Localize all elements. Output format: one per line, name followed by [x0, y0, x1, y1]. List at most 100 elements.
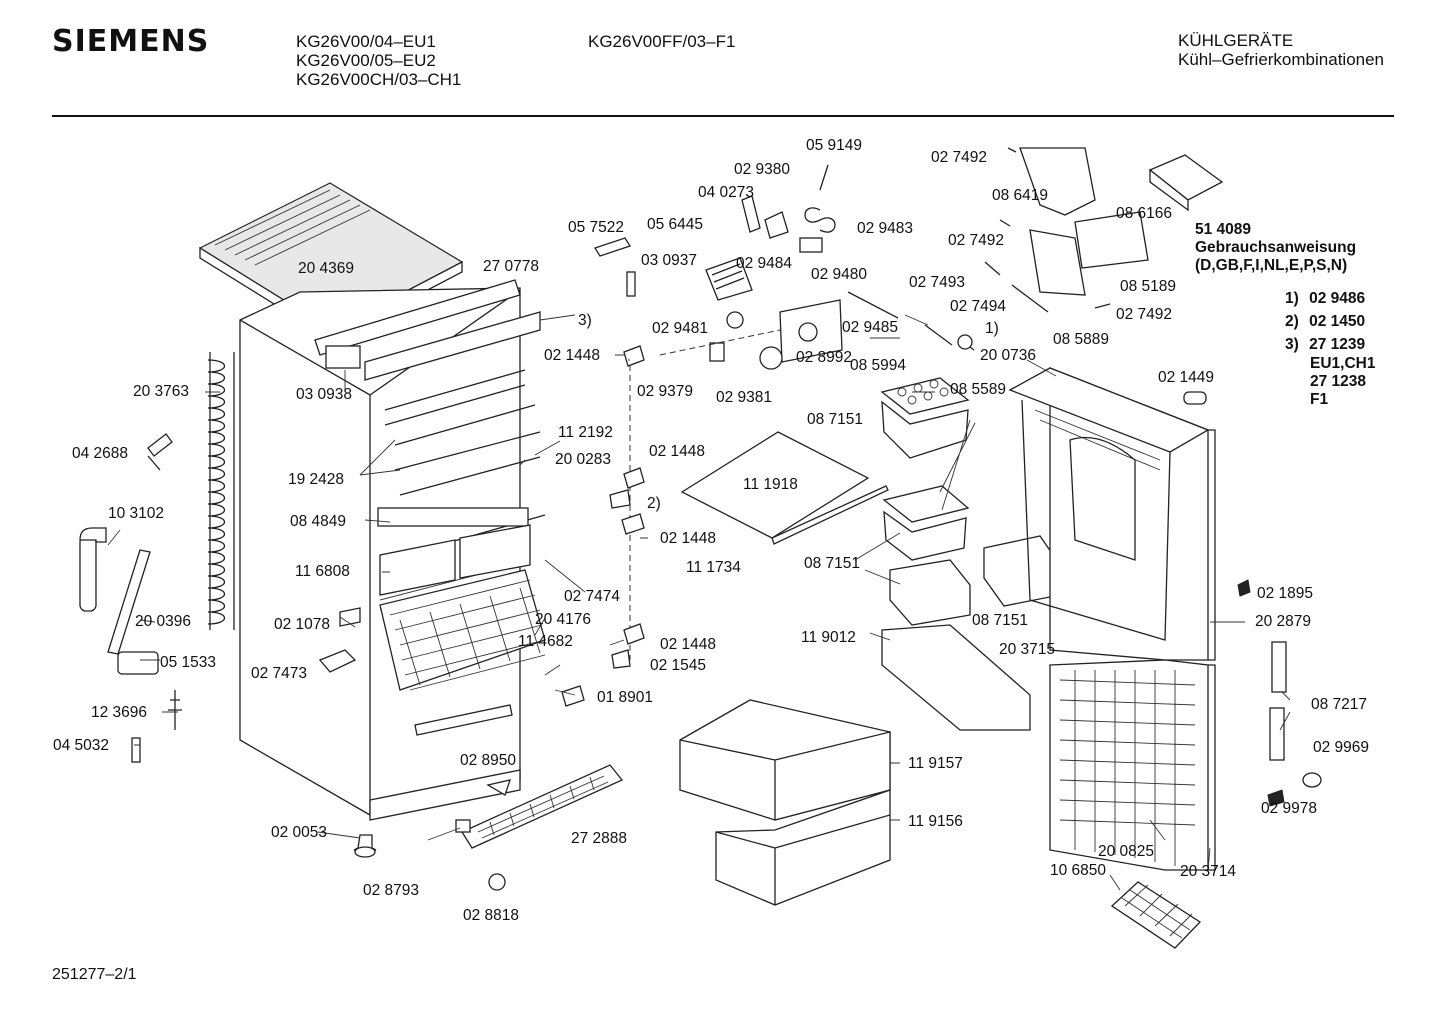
manual-number: 51 4089: [1195, 221, 1252, 238]
condenser-drawing: [207, 352, 235, 630]
callout-label: 10 6850: [1050, 862, 1107, 879]
category-block: KÜHLGERÄTE Kühl–Gefrierkombinationen: [1178, 31, 1384, 69]
callout-label: 20 3715: [999, 641, 1056, 658]
category-title: KÜHLGERÄTE: [1178, 31, 1294, 50]
callout-label: 02 7494: [950, 298, 1007, 315]
manual-title: Gebrauchsanweisung: [1195, 239, 1357, 256]
callout-label: 03 0938: [296, 386, 353, 403]
model-number: KG26V00/04–EU1: [296, 32, 436, 51]
callout-label: 02 7473: [251, 665, 308, 682]
callout-label: 02 1078: [274, 616, 331, 633]
callout-label: 02 1545: [650, 657, 707, 674]
callout-label: 11 1918: [743, 476, 798, 493]
callout-label: 04 5032: [53, 737, 110, 754]
footnote-key: 3): [1285, 336, 1299, 353]
callout-label: 08 5189: [1120, 278, 1177, 295]
footnote-row: 3) 27 1239: [1285, 336, 1365, 354]
callout-label: 08 4849: [290, 513, 347, 530]
callout-label: 20 4176: [535, 611, 592, 628]
callout-label: 12 3696: [91, 704, 148, 721]
callout-label: 27 0778: [483, 258, 540, 275]
callout-label: 08 7151: [804, 555, 861, 572]
variant-line: F1: [1310, 391, 1329, 408]
callout-label: 2): [647, 495, 661, 512]
fridge-door-drawing: [1008, 367, 1216, 661]
callout-label: 20 0396: [135, 613, 192, 630]
callout-label: 11 9012: [801, 629, 856, 646]
callout-label: 05 7522: [568, 219, 625, 236]
footnote-value: 02 9486: [1309, 290, 1366, 307]
footnote-row: 2) 02 1450: [1285, 313, 1365, 331]
callout-label: 02 1449: [1158, 369, 1215, 386]
callout-label: 02 1448: [660, 636, 717, 653]
callout-label: 02 1448: [660, 530, 717, 547]
cabinet-body-drawing: [239, 287, 521, 821]
ice-tray-drawing: [1110, 881, 1202, 949]
callout-label: 02 8818: [463, 907, 520, 924]
callout-label: 20 0736: [980, 347, 1037, 364]
footnote-key: 1): [1285, 290, 1299, 307]
hinges-drawing: [561, 345, 645, 707]
glass-shelf-drawing: [680, 431, 889, 545]
callout-label: 02 0053: [271, 824, 328, 841]
front-strip-drawing: [314, 279, 541, 381]
callout-label: 08 5889: [1053, 331, 1110, 348]
callout-label: 08 7151: [972, 612, 1029, 629]
callout-label: 08 5589: [950, 381, 1007, 398]
document-number: 251277–2/1: [52, 966, 137, 983]
callout-label: 11 9157: [908, 755, 963, 772]
callout-label: 02 9484: [736, 255, 793, 272]
callout-label: 04 0273: [698, 184, 755, 201]
callout-label: 02 8992: [796, 349, 853, 366]
model-list-left: KG26V00/04–EU1 KG26V00/05–EU2 KG26V00CH/…: [296, 32, 461, 89]
callout-label: 05 6445: [647, 216, 704, 233]
callout-label: 02 9381: [716, 389, 773, 406]
callout-label: 02 7493: [909, 274, 966, 291]
grille-drawing: [353, 764, 624, 891]
brand-logo: SIEMENS: [52, 24, 210, 59]
callout-label: 03 0937: [641, 252, 698, 269]
callout-label: 05 9149: [806, 137, 863, 154]
callout-label: 02 1895: [1257, 585, 1314, 602]
callout-label: 08 6419: [992, 187, 1049, 204]
callout-label: 20 4369: [298, 260, 355, 277]
callout-label: 08 7151: [807, 411, 864, 428]
left-hardware-drawing: [79, 433, 361, 763]
model-number: KG26V00CH/03–CH1: [296, 70, 462, 89]
callout-label: 02 7492: [1116, 306, 1173, 323]
manual-languages: (D,GB,F,I,NL,E,P,S,N): [1195, 257, 1348, 274]
callout-label: 27 2888: [571, 830, 628, 847]
footnote-value: 02 1450: [1309, 313, 1366, 330]
callout-label: 02 1448: [649, 443, 706, 460]
callout-label: 04 2688: [72, 445, 129, 462]
callout-label: 02 9485: [842, 319, 899, 336]
callout-label: 10 3102: [108, 505, 165, 522]
callout-label: 11 4682: [518, 633, 573, 650]
callout-label: 3): [578, 312, 592, 329]
callout-label: 02 7474: [564, 588, 621, 605]
top-boxes-drawing: [984, 147, 1224, 405]
footnote-key: 2): [1285, 313, 1299, 330]
callout-label: 08 7217: [1311, 696, 1368, 713]
callout-label: 11 1734: [686, 559, 741, 576]
callout-label: 02 9379: [637, 383, 694, 400]
footnote-3-variants: EU1,CH1 27 1238 F1: [1310, 355, 1375, 409]
callout-label: 02 9481: [652, 320, 709, 337]
model-number: KG26V00/05–EU2: [296, 51, 436, 70]
shelves-drawing: [377, 369, 546, 736]
drawers-drawing: [679, 699, 891, 906]
footnote-row: 1) 02 9486: [1285, 290, 1365, 308]
callout-label: 20 3714: [1180, 863, 1237, 880]
callout-label: 01 8901: [597, 689, 654, 706]
variant-line: 27 1238: [1310, 373, 1367, 390]
callout-label: 02 9480: [811, 266, 868, 283]
leader-lines: [107, 314, 1291, 891]
callout-label: 08 6166: [1116, 205, 1173, 222]
callout-label: 02 1448: [544, 347, 601, 364]
category-subtitle: Kühl–Gefrierkombinationen: [1178, 50, 1385, 69]
callout-label: 02 9969: [1313, 739, 1370, 756]
variant-line: EU1,CH1: [1310, 355, 1376, 372]
callout-label: 20 2879: [1255, 613, 1312, 630]
callout-label: 02 9380: [734, 161, 791, 178]
